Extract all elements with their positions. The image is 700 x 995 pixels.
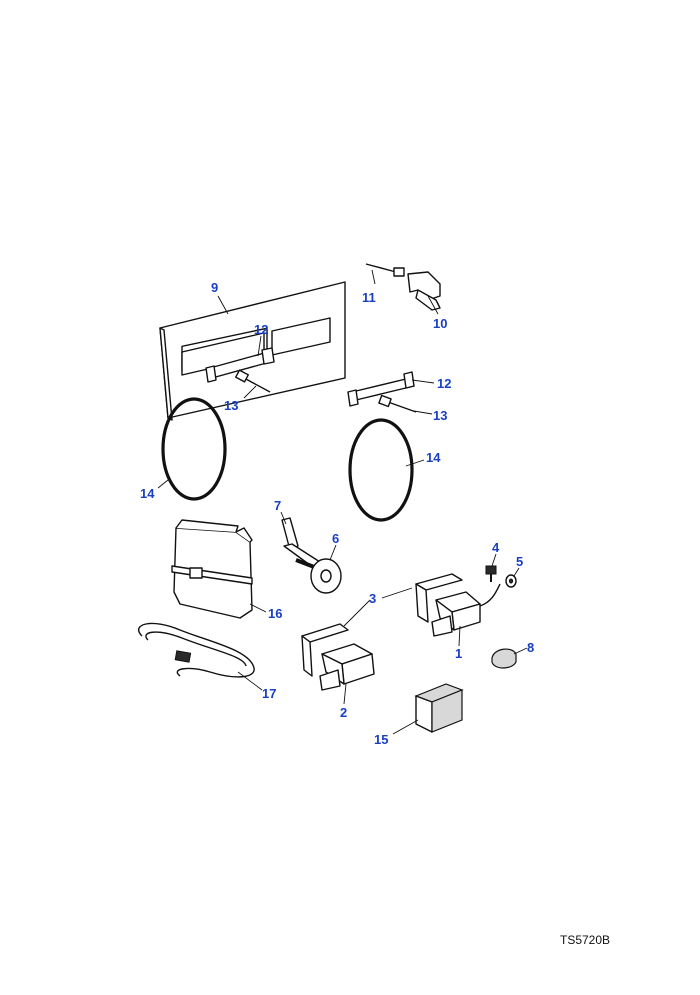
clip-10 (407, 271, 441, 311)
callout-16: 16 (268, 606, 282, 621)
cap-8 (491, 648, 517, 669)
panel-board (159, 281, 346, 421)
ring-right (348, 418, 414, 522)
callout-5: 5 (516, 554, 523, 569)
callout-3: 3 (369, 591, 376, 606)
callout-10: 10 (433, 316, 447, 331)
ring-left (161, 397, 227, 501)
callout-14-left: 14 (140, 486, 155, 501)
pin-right (378, 394, 417, 413)
bracket-1 (415, 573, 501, 637)
washer-5 (505, 574, 517, 588)
callout-6: 6 (332, 531, 339, 546)
callout-11: 11 (362, 290, 376, 305)
callout-14-right: 14 (426, 450, 441, 465)
reference-code: TS5720B (560, 933, 611, 947)
bracket-upper (205, 347, 275, 383)
block-15 (414, 683, 464, 733)
callout-12-upper: 12 (254, 322, 268, 337)
callout-1: 1 (455, 646, 462, 661)
key-7 (281, 517, 321, 569)
callout-7: 7 (274, 498, 281, 513)
callout-9: 9 (211, 280, 218, 295)
callout-12-right: 12 (437, 376, 451, 391)
callout-13-right: 13 (433, 408, 447, 423)
pin-upper (235, 369, 271, 393)
callout-13-upper: 13 (224, 398, 238, 413)
callout-labels: 9 12 13 11 10 12 13 14 14 7 6 4 5 3 16 1… (140, 280, 534, 747)
callout-2: 2 (340, 705, 347, 720)
screw-4 (485, 565, 497, 582)
bracket-right (347, 371, 415, 407)
strap (138, 622, 255, 678)
bracket-2 (301, 623, 375, 691)
callout-17: 17 (262, 686, 276, 701)
pouch (171, 519, 253, 619)
pin-11 (365, 263, 405, 277)
callout-8: 8 (527, 640, 534, 655)
callout-4: 4 (492, 540, 500, 555)
disc-6 (295, 558, 342, 594)
leader-lines (157, 269, 528, 735)
callout-15: 15 (374, 732, 388, 747)
